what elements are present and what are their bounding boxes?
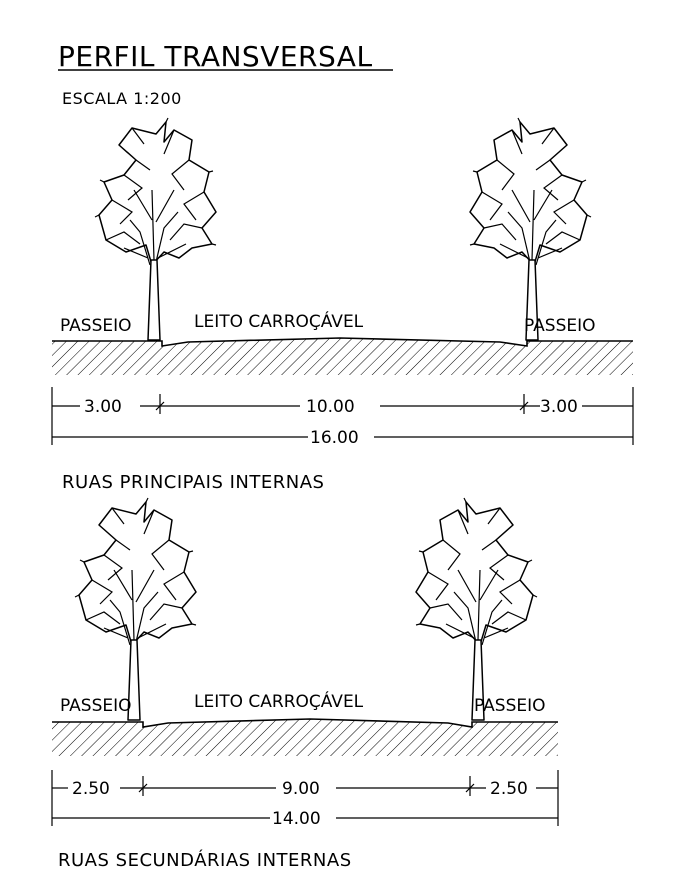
- dim-right: 3.00: [540, 397, 578, 417]
- tree-right-icon: [469, 117, 592, 341]
- section-principal: PASSEIO LEITO CARROÇÁVEL PASSEIO 3.00 10…: [51, 117, 634, 493]
- sidewalk-left-label: PASSEIO: [60, 696, 132, 716]
- tree-left-icon: [94, 117, 217, 341]
- ground-hatch: [52, 719, 558, 756]
- sidewalk-right-label: PASSEIO: [524, 316, 596, 336]
- ground-profile: [52, 718, 558, 728]
- sidewalk-right-label: PASSEIO: [474, 696, 546, 716]
- sidewalk-left-label: PASSEIO: [60, 316, 132, 336]
- dim-left: 2.50: [72, 779, 110, 799]
- section-secundaria: PASSEIO LEITO CARROÇÁVEL PASSEIO 2.50 9.…: [51, 497, 559, 871]
- dim-total: 14.00: [272, 809, 321, 829]
- drawing-title: PERFIL TRANSVERSAL: [58, 40, 373, 73]
- ground-hatch: [52, 338, 633, 375]
- scale-label: ESCALA 1:200: [62, 89, 182, 108]
- roadway-label: LEITO CARROÇÁVEL: [194, 690, 364, 712]
- dim-right: 2.50: [490, 779, 528, 799]
- tree-right-icon: [415, 497, 538, 721]
- section-caption: RUAS PRINCIPAIS INTERNAS: [62, 472, 324, 493]
- ground-profile: [52, 337, 633, 347]
- tree-left-icon: [74, 497, 197, 721]
- section-caption: RUAS SECUNDÁRIAS INTERNAS: [58, 849, 352, 871]
- dim-total: 16.00: [310, 428, 359, 448]
- dim-left: 3.00: [84, 397, 122, 417]
- dim-middle: 10.00: [306, 397, 355, 417]
- dim-middle: 9.00: [282, 779, 320, 799]
- roadway-label: LEITO CARROÇÁVEL: [194, 310, 364, 332]
